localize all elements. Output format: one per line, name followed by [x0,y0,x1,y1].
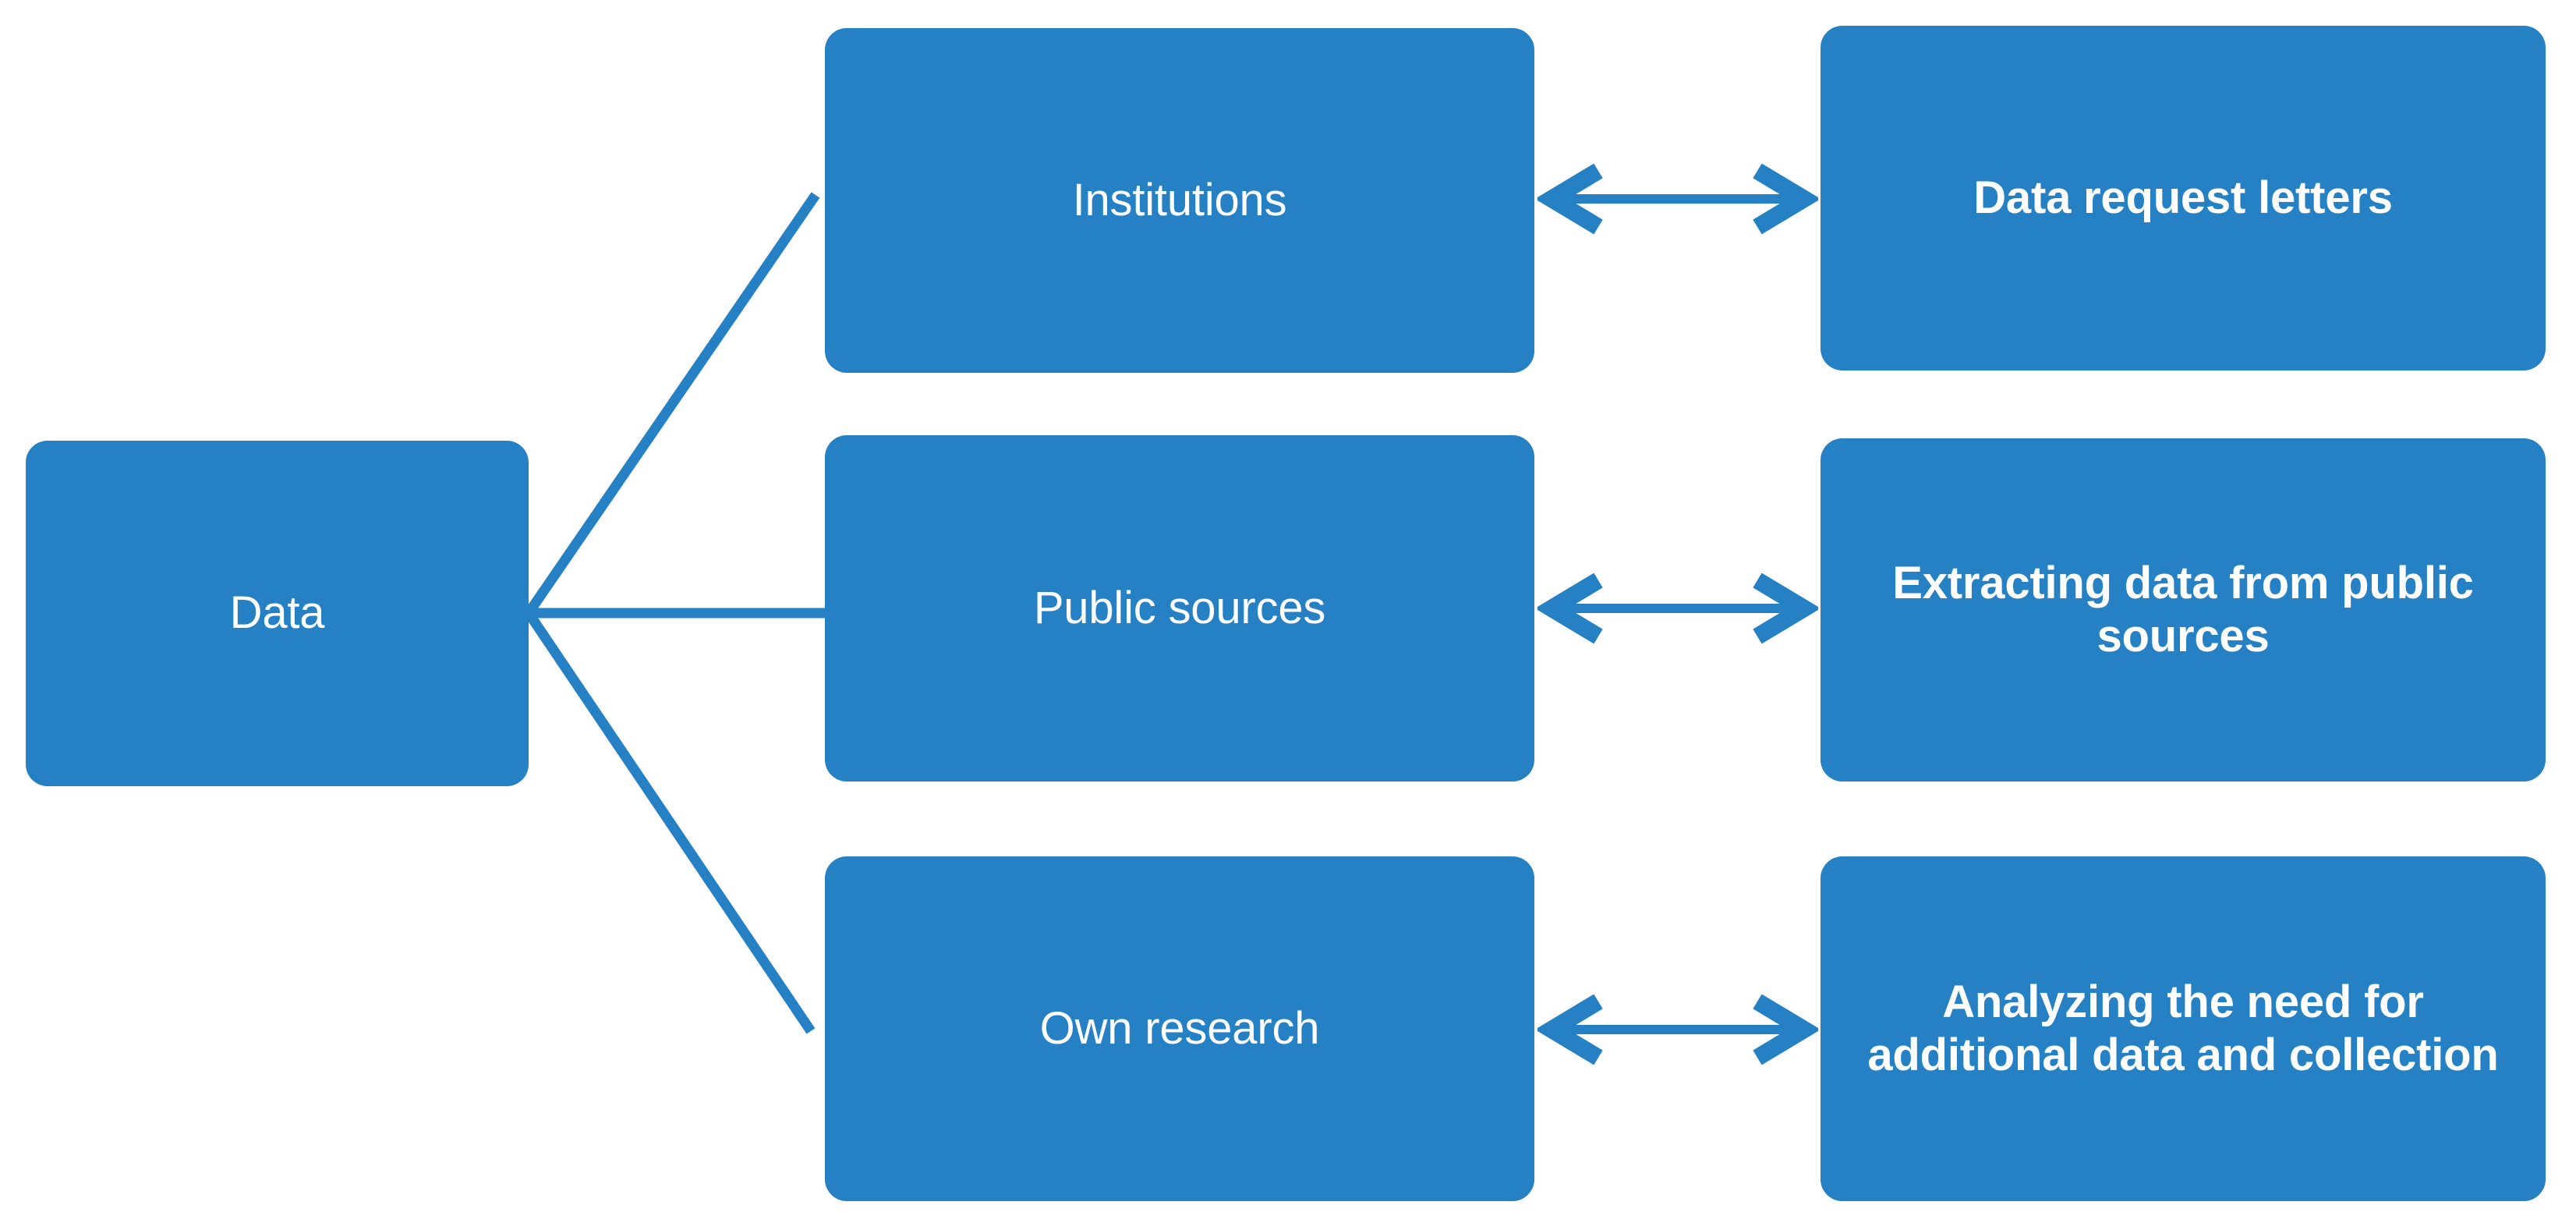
node-data-label: Data [229,587,325,639]
node-data[interactable]: Data [26,441,529,786]
node-institutions[interactable]: Institutions [825,28,1534,373]
branch-line-icon-bottom [524,610,816,1034]
node-data-request-letters-label: Data request letters [1973,172,2393,223]
double-headed-arrow-icon-row-2 [1534,569,1821,647]
double-headed-arrow-icon-row-1 [1534,160,1821,238]
node-extracting-data-label: Extracting data from public sources [1892,557,2474,661]
node-own-research-label: Own research [1039,1002,1320,1054]
node-data-request-letters[interactable]: Data request letters [1821,26,2546,370]
node-public-sources[interactable]: Public sources [825,435,1534,782]
node-institutions-label: Institutions [1072,174,1287,225]
node-analyzing-need[interactable]: Analyzing the need for additional data a… [1821,856,2546,1201]
double-headed-arrow-icon-row-3 [1534,991,1821,1069]
branch-line-icon-top [524,192,820,616]
node-public-sources-label: Public sources [1033,582,1326,633]
node-analyzing-need-label: Analyzing the need for additional data a… [1867,976,2499,1080]
node-own-research[interactable]: Own research [825,856,1534,1201]
node-extracting-data[interactable]: Extracting data from public sources [1821,438,2546,782]
